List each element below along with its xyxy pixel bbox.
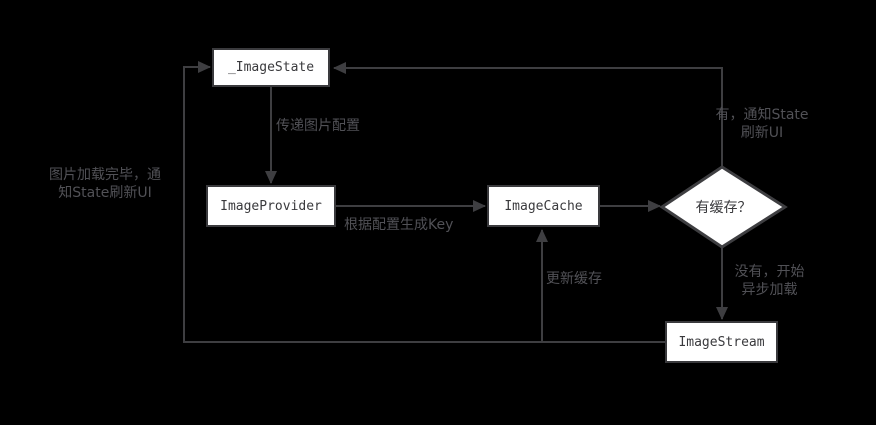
node-image-provider: ImageProvider xyxy=(206,185,336,227)
edge-label-loaded-notify: 图片加载完毕，通 知State刷新UI xyxy=(49,167,161,202)
node-image-cache: ImageCache xyxy=(487,185,600,227)
node-image-state-label: _ImageState xyxy=(227,60,315,75)
edge-label-pass-config: 传递图片配置 xyxy=(276,118,360,134)
edge-label-no-start-async: 没有，开始 异步加载 xyxy=(734,264,805,299)
edge-label-generate-key: 根据配置生成Key xyxy=(344,217,454,233)
node-image-stream: ImageStream xyxy=(665,321,778,363)
decision-diamond-shape xyxy=(659,165,788,249)
decision-has-cache-label: 有缓存？ xyxy=(695,200,752,216)
node-image-cache-label: ImageCache xyxy=(504,198,583,214)
node-image-provider-label: ImageProvider xyxy=(220,198,322,214)
edge-label-update-cache: 更新缓存 xyxy=(546,271,602,287)
edge-loaded-notify-line xyxy=(183,61,665,343)
node-image-stream-label: ImageStream xyxy=(678,334,765,350)
edge-yes-notify-line xyxy=(333,62,723,167)
node-image-state: _ImageState xyxy=(212,48,330,87)
edge-label-yes-notify: 有，通知State 刷新UI xyxy=(715,107,809,142)
